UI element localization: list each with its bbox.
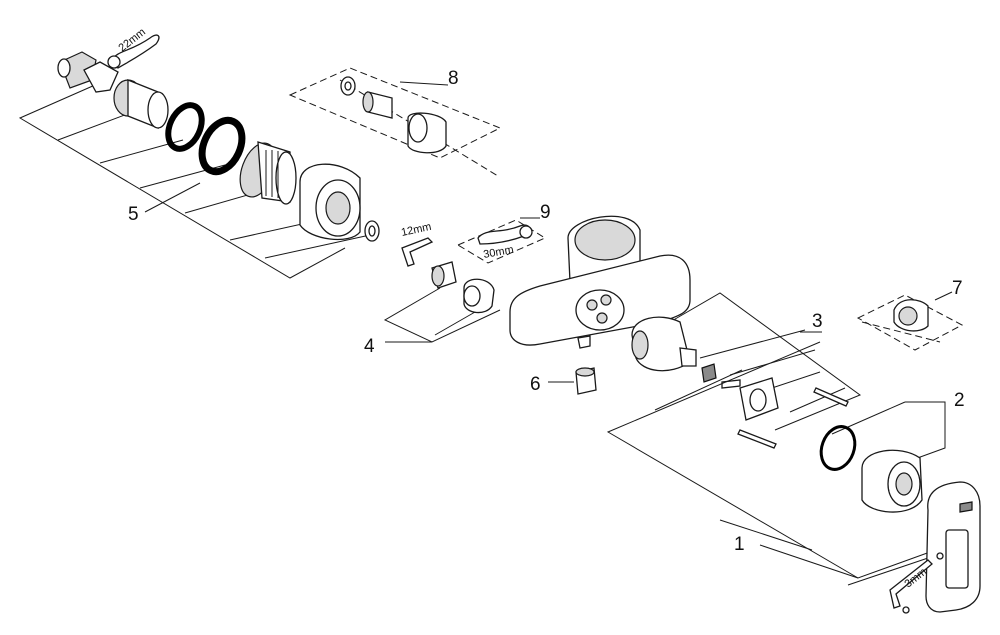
group-8-box xyxy=(288,67,502,177)
callout-1: 1 xyxy=(734,534,745,555)
threaded-nut xyxy=(239,141,297,205)
group-1-frame xyxy=(606,341,931,586)
hex-key-12mm-label: 12mm xyxy=(400,221,432,239)
callout-8: 8 xyxy=(448,68,459,89)
o-rings xyxy=(165,102,246,176)
wrench-22mm-icon: 22mm xyxy=(107,26,160,69)
group-3-frame xyxy=(631,292,862,449)
callout-4: 4 xyxy=(364,336,375,357)
group-9-box: 30mm xyxy=(456,217,547,264)
callout-5: 5 xyxy=(128,204,139,225)
group-2-frame xyxy=(819,401,946,513)
callout-7: 7 xyxy=(952,278,963,299)
callout-9: 9 xyxy=(540,202,551,223)
connector-nipple xyxy=(57,51,119,93)
callout-6: 6 xyxy=(530,374,541,395)
lever-handle xyxy=(925,481,981,613)
callout-2: 2 xyxy=(954,390,965,411)
sleeve-part xyxy=(113,79,169,129)
group-7-box xyxy=(856,291,964,351)
group-4-frame xyxy=(383,261,501,343)
hex-key-12mm-icon: 12mm xyxy=(400,221,434,267)
washer xyxy=(364,220,380,242)
rosette-cap xyxy=(299,163,361,241)
callout-3: 3 xyxy=(812,311,823,332)
wrench-30mm-label: 30mm xyxy=(482,244,514,261)
nipple-6 xyxy=(548,367,597,395)
